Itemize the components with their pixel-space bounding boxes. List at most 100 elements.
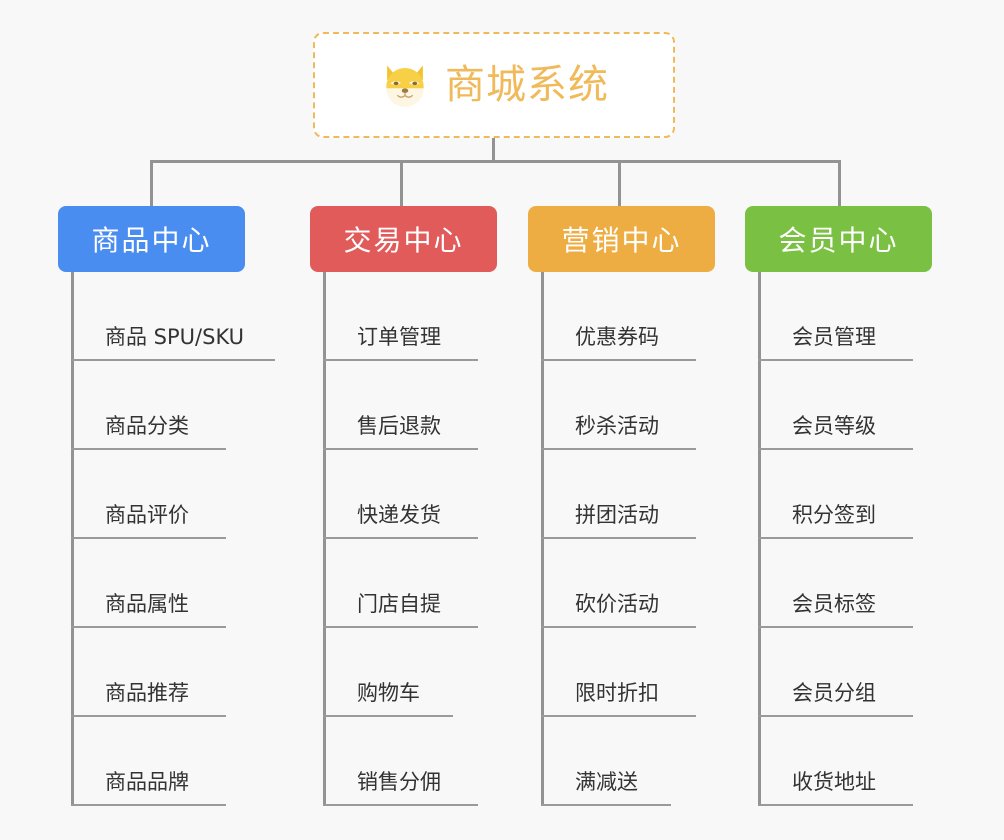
group-header-3[interactable]: 营销中心 — [528, 206, 715, 272]
leaf-node[interactable]: 销售分佣 — [323, 717, 497, 806]
leaf-node-label: 商品属性 — [105, 592, 189, 616]
leaf-node-label: 优惠券码 — [575, 325, 659, 349]
leaf-node-underline — [758, 537, 913, 539]
leaf-node-label: 订单管理 — [357, 325, 441, 349]
leaf-node[interactable]: 秒杀活动 — [541, 361, 715, 450]
leaf-node-label: 会员分组 — [792, 681, 876, 705]
leaf-node[interactable]: 商品评价 — [71, 450, 245, 539]
leaf-node-underline — [758, 715, 913, 717]
group-branch-1: 商品 SPU/SKU 商品分类商品评价商品属性商品推荐商品品牌 — [71, 272, 275, 806]
leaf-node[interactable]: 会员标签 — [758, 539, 932, 628]
leaf-node[interactable]: 收货地址 — [758, 717, 932, 806]
leaf-node[interactable]: 优惠券码 — [541, 272, 715, 361]
leaf-node-label: 售后退款 — [357, 414, 441, 438]
leaf-node-label: 秒杀活动 — [575, 414, 659, 438]
leaf-node-label: 门店自提 — [357, 592, 441, 616]
group-header-label: 营销中心 — [561, 224, 682, 257]
connector-spine-4 — [758, 272, 761, 806]
leaf-node[interactable]: 会员分组 — [758, 628, 932, 717]
leaf-node[interactable]: 积分签到 — [758, 450, 932, 539]
leaf-node-label: 商品 SPU/SKU — [105, 325, 245, 349]
connector-drop-2 — [400, 160, 403, 208]
leaf-node-label: 会员管理 — [792, 325, 876, 349]
connector-drop-3 — [618, 160, 621, 208]
connector-drop-1 — [150, 160, 153, 208]
leaf-node-label: 满减送 — [575, 770, 638, 794]
leaf-node-underline — [71, 715, 226, 717]
leaf-node[interactable]: 商品分类 — [71, 361, 245, 450]
leaf-node-label: 拼团活动 — [575, 503, 659, 527]
leaf-node[interactable]: 商品属性 — [71, 539, 245, 628]
leaf-node-label: 快递发货 — [357, 503, 441, 527]
leaf-node-label: 商品品牌 — [105, 770, 189, 794]
leaf-node-underline — [541, 626, 696, 628]
leaf-node-label: 商品评价 — [105, 503, 189, 527]
leaf-node[interactable]: 会员管理 — [758, 272, 932, 361]
leaf-node-underline — [541, 448, 696, 450]
leaf-node-underline — [541, 715, 696, 717]
leaf-node-underline — [758, 626, 913, 628]
leaf-node-underline — [71, 626, 226, 628]
group-header-4[interactable]: 会员中心 — [745, 206, 932, 272]
leaf-node-label: 购物车 — [357, 681, 420, 705]
leaf-node-underline — [758, 804, 913, 806]
leaf-node[interactable]: 砍价活动 — [541, 539, 715, 628]
leaf-node[interactable]: 满减送 — [541, 717, 715, 806]
leaf-node-label: 会员等级 — [792, 414, 876, 438]
leaf-node-label: 商品推荐 — [105, 681, 189, 705]
leaf-node-label: 收货地址 — [792, 770, 876, 794]
connector-root-stem — [492, 138, 495, 163]
leaf-node-underline — [71, 804, 226, 806]
connector-spine-3 — [541, 272, 544, 806]
leaf-node[interactable]: 会员等级 — [758, 361, 932, 450]
leaf-node[interactable]: 快递发货 — [323, 450, 497, 539]
group-column-4: 会员中心会员管理会员等级积分签到会员标签会员分组收货地址 — [745, 206, 932, 806]
connector-spine-2 — [323, 272, 326, 806]
leaf-node-underline — [323, 715, 453, 717]
group-column-2: 交易中心订单管理售后退款快递发货门店自提购物车销售分佣 — [310, 206, 497, 806]
group-header-label: 商品中心 — [91, 224, 212, 257]
leaf-node-underline — [541, 804, 671, 806]
connector-spine-1 — [71, 272, 74, 806]
leaf-node-underline — [323, 448, 478, 450]
leaf-node[interactable]: 商品 SPU/SKU — [71, 272, 275, 361]
leaf-node-underline — [541, 537, 696, 539]
group-branch-2: 订单管理售后退款快递发货门店自提购物车销售分佣 — [323, 272, 497, 806]
group-column-3: 营销中心优惠券码秒杀活动拼团活动砍价活动限时折扣满减送 — [528, 206, 715, 806]
leaf-node[interactable]: 商品品牌 — [71, 717, 245, 806]
leaf-node-underline — [323, 537, 478, 539]
leaf-node-label: 限时折扣 — [575, 681, 659, 705]
leaf-node-underline — [758, 448, 913, 450]
leaf-node-underline — [71, 537, 226, 539]
leaf-node[interactable]: 限时折扣 — [541, 628, 715, 717]
leaf-node-underline — [323, 804, 478, 806]
leaf-node-label: 商品分类 — [105, 414, 189, 438]
leaf-node[interactable]: 拼团活动 — [541, 450, 715, 539]
leaf-node-label: 积分签到 — [792, 503, 876, 527]
leaf-node[interactable]: 门店自提 — [323, 539, 497, 628]
leaf-node-underline — [758, 359, 913, 361]
leaf-node[interactable]: 商品推荐 — [71, 628, 245, 717]
group-branch-3: 优惠券码秒杀活动拼团活动砍价活动限时折扣满减送 — [541, 272, 715, 806]
group-header-2[interactable]: 交易中心 — [310, 206, 497, 272]
leaf-node-underline — [323, 359, 478, 361]
group-header-label: 交易中心 — [343, 224, 464, 257]
leaf-node-label: 砍价活动 — [575, 592, 659, 616]
group-header-label: 会员中心 — [778, 224, 899, 257]
leaf-node-underline — [541, 359, 696, 361]
connector-drop-4 — [838, 160, 841, 208]
group-branch-4: 会员管理会员等级积分签到会员标签会员分组收货地址 — [758, 272, 932, 806]
leaf-node[interactable]: 售后退款 — [323, 361, 497, 450]
leaf-node-underline — [71, 359, 275, 361]
leaf-node-underline — [323, 626, 478, 628]
shiba-dog-face-icon — [386, 65, 424, 107]
root-node-shop-system[interactable]: 商城系统 — [313, 32, 675, 138]
leaf-node-label: 销售分佣 — [357, 770, 441, 794]
leaf-node-label: 会员标签 — [792, 592, 876, 616]
leaf-node[interactable]: 购物车 — [323, 628, 497, 717]
leaf-node-underline — [71, 448, 226, 450]
connector-horizontal-bus — [150, 160, 839, 163]
group-header-1[interactable]: 商品中心 — [58, 206, 245, 272]
leaf-node[interactable]: 订单管理 — [323, 272, 497, 361]
